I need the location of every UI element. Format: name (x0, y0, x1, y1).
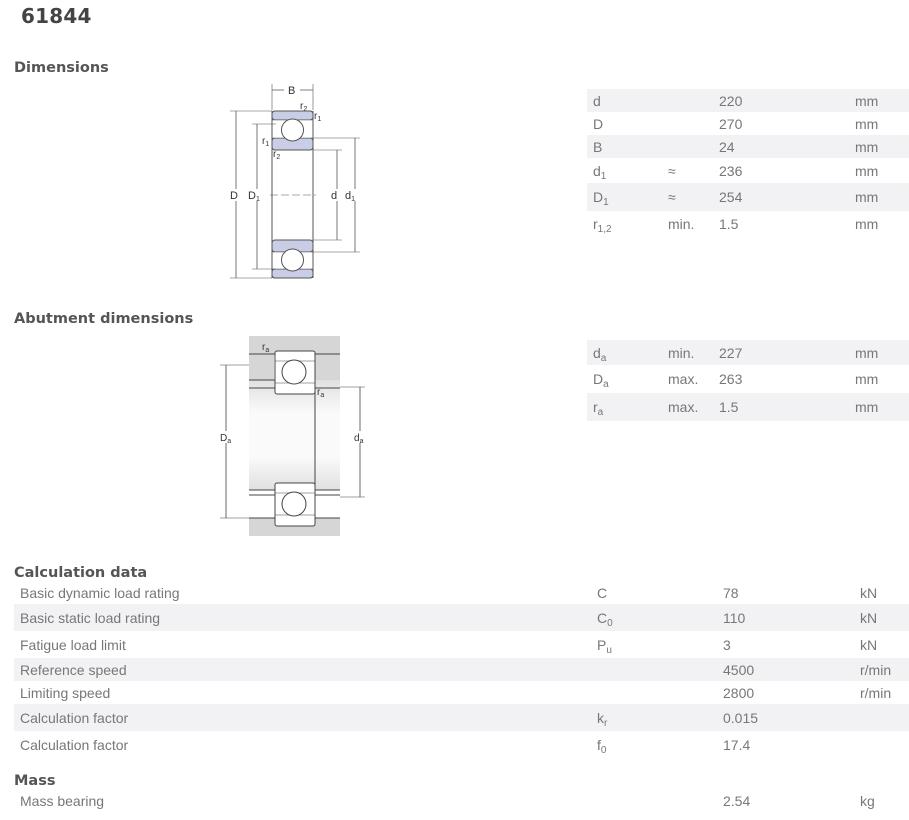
mass-table: Mass bearing 2.54 kg (14, 790, 909, 812)
shaft (249, 380, 340, 490)
top-ball (281, 118, 304, 142)
housing-top (249, 336, 340, 354)
svg-text:D1: D1 (248, 190, 260, 203)
bearing-dimensions-diagram: B r2 r1 r1 r2 D D1 d d1 (229, 84, 360, 279)
svg-text:r2: r2 (300, 101, 307, 113)
svg-text:r1: r1 (262, 136, 269, 148)
page-title: 61844 (21, 4, 92, 28)
svg-text:Da: Da (220, 433, 231, 445)
housing-bottom (249, 518, 340, 536)
table-row: D1 ≈ 254 mm (587, 183, 909, 211)
table-row: Limiting speed 2800 r/min (20, 684, 892, 701)
bottom-ball (281, 248, 304, 272)
dimensions-table: d 220 mm D 270 mm B 24 mm d1 ≈ 236 mm D1… (587, 89, 909, 237)
section-heading-calculation: Calculation data (14, 565, 148, 581)
abutment-table: da min. 227 mm Da max. 263 mm ra max. 1.… (587, 340, 909, 421)
calculation-table: Basic dynamic load rating C 78 kN Basic … (14, 582, 909, 758)
label-B: B (288, 85, 295, 97)
table-row: Calculation factor f0 17.4 (20, 736, 751, 756)
section-heading-dimensions: Dimensions (14, 60, 109, 76)
svg-text:r2: r2 (273, 149, 280, 161)
svg-text:d1: d1 (345, 190, 355, 203)
table-row: Da max. 263 mm (593, 371, 879, 390)
abutment-diagram: ra ra Da da (219, 336, 369, 536)
svg-text:ra: ra (317, 387, 324, 399)
table-row: Fatigue load limit Pu 3 kN (20, 636, 878, 656)
svg-text:r1: r1 (314, 111, 321, 123)
table-row: Mass bearing 2.54 kg (20, 793, 875, 809)
section-heading-mass: Mass (14, 773, 56, 789)
table-row: ra max. 1.5 mm (587, 393, 909, 421)
svg-text:d: d (331, 190, 337, 202)
table-row: da min. 227 mm (587, 340, 909, 365)
svg-text:da: da (354, 433, 364, 445)
table-row: Reference speed 4500 r/min (14, 658, 909, 681)
table-row: B 24 mm (587, 135, 909, 158)
table-row: d 220 mm (587, 89, 909, 112)
table-row: Calculation factor kr 0.015 (14, 704, 909, 731)
table-row: r1,2 min. 1.5 mm (593, 216, 879, 235)
svg-text:ra: ra (262, 342, 269, 354)
table-row: Basic dynamic load rating C 78 kN (20, 585, 878, 601)
section-heading-abutment: Abutment dimensions (14, 311, 194, 327)
table-row: Basic static load rating C0 110 kN (14, 604, 909, 631)
label-D: D (230, 190, 238, 202)
table-row: d1 ≈ 236 mm (593, 162, 879, 182)
table-row: D 270 mm (593, 115, 879, 132)
